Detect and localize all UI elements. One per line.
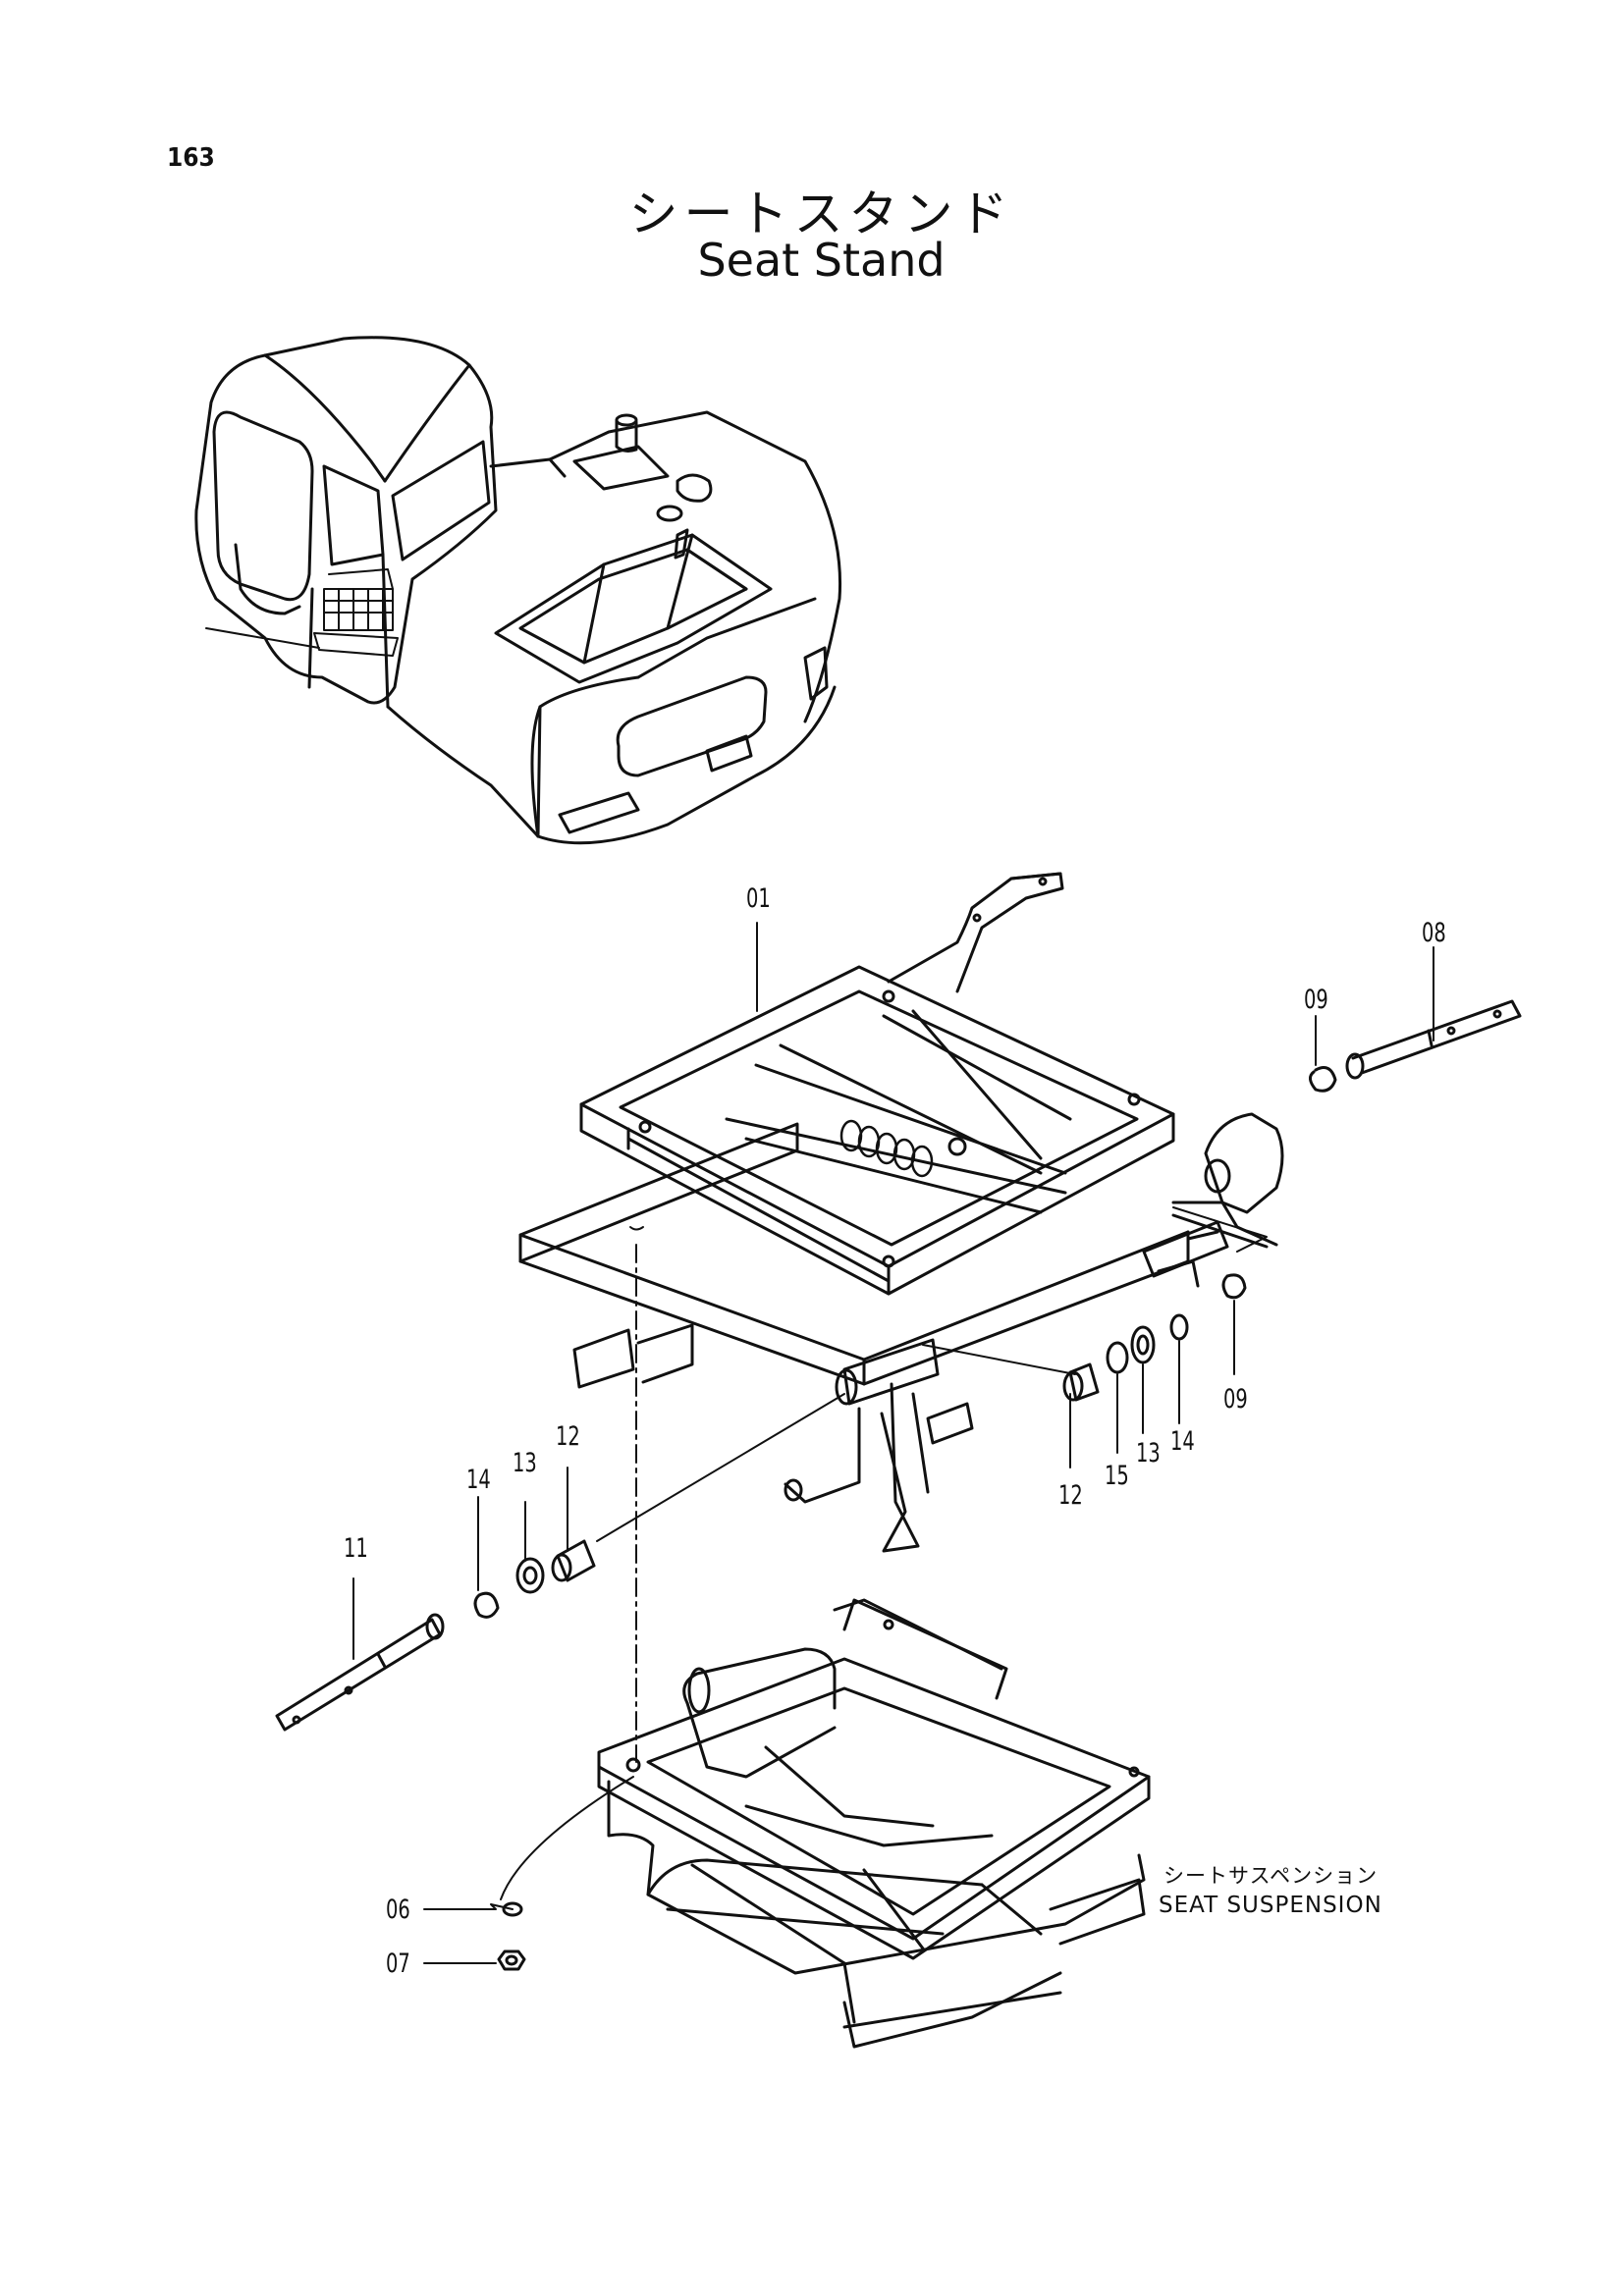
- callout-11: 11: [344, 1533, 368, 1564]
- callout-07: 07: [386, 1949, 410, 1979]
- callout-14-right: 14: [1170, 1426, 1195, 1457]
- nut-07: [497, 1949, 526, 1971]
- snap-ring-09-upper: [1309, 1066, 1337, 1093]
- page-number: 163: [167, 143, 215, 173]
- seat-suspension-label-english: SEAT SUSPENSION: [1159, 1893, 1382, 1918]
- callout-15: 15: [1105, 1461, 1129, 1491]
- snap-ring-14-left: [473, 1591, 500, 1619]
- callout-12-right: 12: [1058, 1480, 1083, 1511]
- callout-09-lower: 09: [1223, 1384, 1248, 1415]
- callout-13-right: 13: [1136, 1438, 1161, 1468]
- excavator-overview-drawing: [194, 336, 842, 845]
- callout-14-left: 14: [466, 1465, 491, 1495]
- page-title-english: Seat Stand: [697, 234, 946, 287]
- pin-11: [275, 1613, 445, 1732]
- callout-12-left: 12: [556, 1421, 580, 1452]
- bushing-12-right: [1062, 1362, 1100, 1402]
- bushing-12-left: [551, 1539, 596, 1582]
- callout-13-left: 13: [513, 1448, 537, 1478]
- washer-13-right: [1130, 1325, 1156, 1364]
- washer-13-left: [515, 1557, 545, 1594]
- seat-suspension-label-japanese: シートサスペンション: [1163, 1864, 1379, 1888]
- seat-stand-frame-drawing: [518, 872, 1284, 1763]
- leader-lines: [352, 922, 1434, 1964]
- callout-08: 08: [1422, 918, 1446, 948]
- callout-06: 06: [386, 1895, 410, 1925]
- washer-06: [502, 1901, 523, 1917]
- callout-01: 01: [746, 883, 771, 914]
- washer-15: [1106, 1341, 1129, 1374]
- snap-ring-14-right: [1169, 1313, 1189, 1341]
- callout-09-upper: 09: [1304, 985, 1328, 1015]
- snap-ring-09-lower: [1221, 1273, 1247, 1300]
- page-title-japanese: シートスタンド: [628, 186, 1014, 242]
- seat-suspension-drawing: [597, 1598, 1151, 2049]
